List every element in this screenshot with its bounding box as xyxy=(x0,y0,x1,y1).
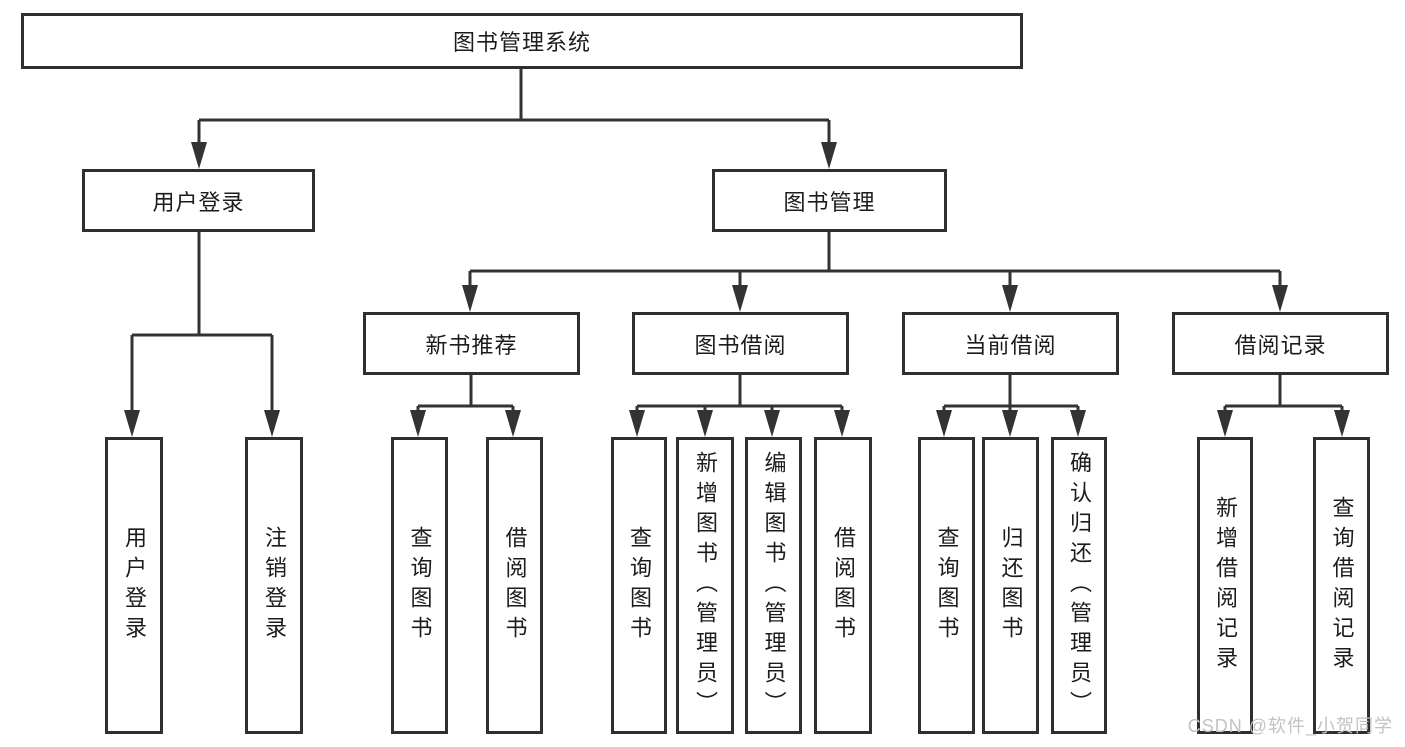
leaf-borrow-borrow-books: 借阅图书 xyxy=(814,437,872,734)
node-new-book-recommend: 新书推荐 xyxy=(363,312,580,375)
csdn-watermark: CSDN @软件_小贺同学 xyxy=(1187,716,1393,736)
leaf-records-query-record: 查询借阅记录 xyxy=(1313,437,1370,734)
node-book-management: 图书管理 xyxy=(712,169,947,232)
leaf-borrow-query-books: 查询图书 xyxy=(611,437,667,734)
leaf-current-query-books: 查询图书 xyxy=(918,437,975,734)
node-root-title: 图书管理系统 xyxy=(21,13,1023,69)
leaf-records-add-record: 新增借阅记录 xyxy=(1197,437,1253,734)
node-current-borrowing: 当前借阅 xyxy=(902,312,1119,375)
leaf-borrow-add-books-admin: 新增图书（管理员） xyxy=(676,437,734,734)
leaf-newbook-query-books: 查询图书 xyxy=(391,437,448,734)
leaf-current-confirm-return-admin: 确认归还（管理员） xyxy=(1051,437,1107,734)
node-borrow-records: 借阅记录 xyxy=(1172,312,1389,375)
leaf-user-login: 用户登录 xyxy=(105,437,163,734)
leaf-borrow-edit-books-admin: 编辑图书（管理员） xyxy=(745,437,802,734)
node-user-login: 用户登录 xyxy=(82,169,315,232)
leaf-newbook-borrow-books: 借阅图书 xyxy=(486,437,543,734)
leaf-logout: 注销登录 xyxy=(245,437,303,734)
leaf-current-return-books: 归还图书 xyxy=(982,437,1039,734)
node-book-borrowing: 图书借阅 xyxy=(632,312,849,375)
